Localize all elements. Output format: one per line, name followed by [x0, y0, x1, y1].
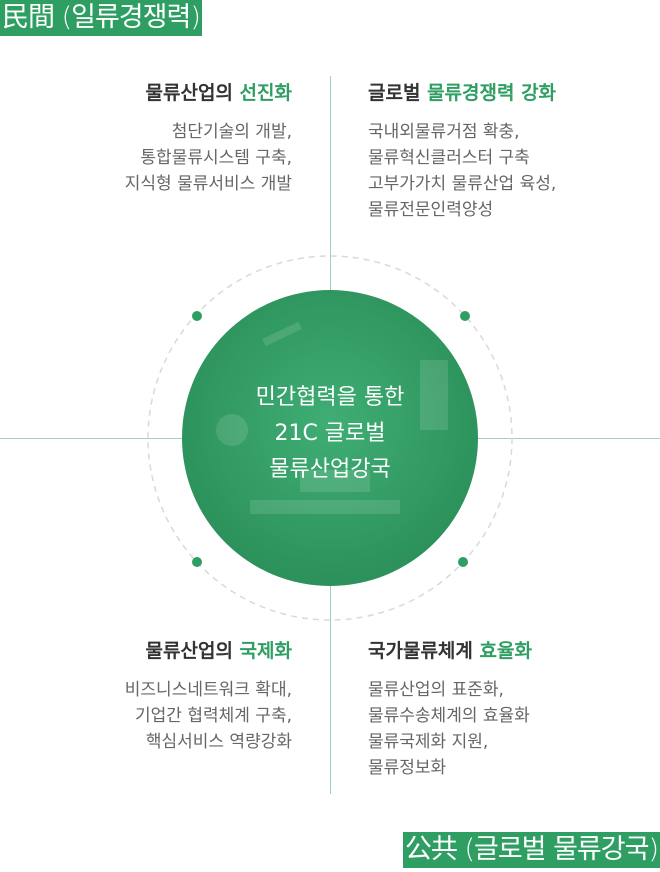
desc-line: 물류수송체계의 효율화 — [368, 706, 530, 726]
quadrant-title: 국가물류체계 효율화 — [368, 640, 532, 662]
desc-line: 물류혁신클러스터 구축 — [368, 148, 530, 168]
quadrant-bottom-left: 물류산업의 국제화 비즈니스네트워크 확대, 기업간 협력체계 구축, 핵심서비… — [0, 636, 292, 755]
quadrant-top-right: 글로벌 물류경쟁력 강화 국내외물류거점 확충, 물류혁신클러스터 구축 고부가… — [368, 78, 660, 223]
center-text: 민간협력을 통한 21C 글로벌 물류산업강국 — [190, 380, 470, 488]
desc-line: 물류국제화 지원, — [368, 732, 489, 752]
quadrant-title: 글로벌 물류경쟁력 강화 — [368, 82, 557, 104]
quadrant-top-left: 물류산업의 선진화 첨단기술의 개발, 통합물류시스템 구축, 지식형 물류서비… — [0, 78, 292, 197]
desc-line: 물류정보화 — [368, 758, 447, 778]
desc-line: 기업간 협력체계 구축, — [135, 706, 292, 726]
desc-line: 첨단기술의 개발, — [171, 122, 292, 142]
dashed-ring — [147, 255, 513, 621]
center-line-3: 물류산업강국 — [269, 457, 391, 482]
quadrant-bottom-right: 국가물류체계 효율화 물류산업의 표준화, 물류수송체계의 효율화 물류국제화 … — [368, 636, 660, 781]
quadrant-description: 비즈니스네트워크 확대, 기업간 협력체계 구축, 핵심서비스 역량강화 — [0, 677, 292, 755]
tag-private: 民間 (일류경쟁력) — [0, 0, 202, 36]
center-circle — [182, 290, 478, 586]
ring-dot-bl — [192, 557, 202, 567]
desc-line: 국내외물류거점 확충, — [368, 122, 520, 142]
desc-line: 물류산업의 표준화, — [368, 680, 504, 700]
desc-line: 고부가가치 물류산업 육성, — [368, 174, 557, 194]
ring-dot-tr — [460, 311, 470, 321]
desc-line: 통합물류시스템 구축, — [140, 148, 292, 168]
ring-dot-br — [458, 557, 468, 567]
center-line-2: 21C 글로벌 — [274, 421, 386, 446]
quadrant-title-highlight: 물류경쟁력 강화 — [427, 82, 557, 104]
desc-line: 핵심서비스 역량강화 — [145, 732, 292, 752]
quadrant-title-highlight: 국제화 — [239, 640, 292, 662]
desc-line: 지식형 물류서비스 개발 — [124, 174, 292, 194]
quadrant-description: 물류산업의 표준화, 물류수송체계의 효율화 물류국제화 지원, 물류정보화 — [368, 677, 660, 781]
quadrant-title: 물류산업의 국제화 — [145, 640, 292, 662]
desc-line: 물류전문인력양성 — [368, 200, 494, 220]
quadrant-title-highlight: 선진화 — [239, 82, 292, 104]
ring-dot-tl — [192, 311, 202, 321]
desc-line: 비즈니스네트워크 확대, — [124, 680, 292, 700]
tag-public: 公共 (글로벌 물류강국) — [402, 832, 660, 868]
quadrant-title: 물류산업의 선진화 — [145, 82, 292, 104]
quadrant-description: 첨단기술의 개발, 통합물류시스템 구축, 지식형 물류서비스 개발 — [0, 119, 292, 197]
quadrant-title-highlight: 효율화 — [479, 640, 532, 662]
center-line-1: 민간협력을 통한 — [255, 385, 405, 410]
quadrant-description: 국내외물류거점 확충, 물류혁신클러스터 구축 고부가가치 물류산업 육성, 물… — [368, 119, 660, 223]
center-circle-texture — [216, 321, 448, 514]
